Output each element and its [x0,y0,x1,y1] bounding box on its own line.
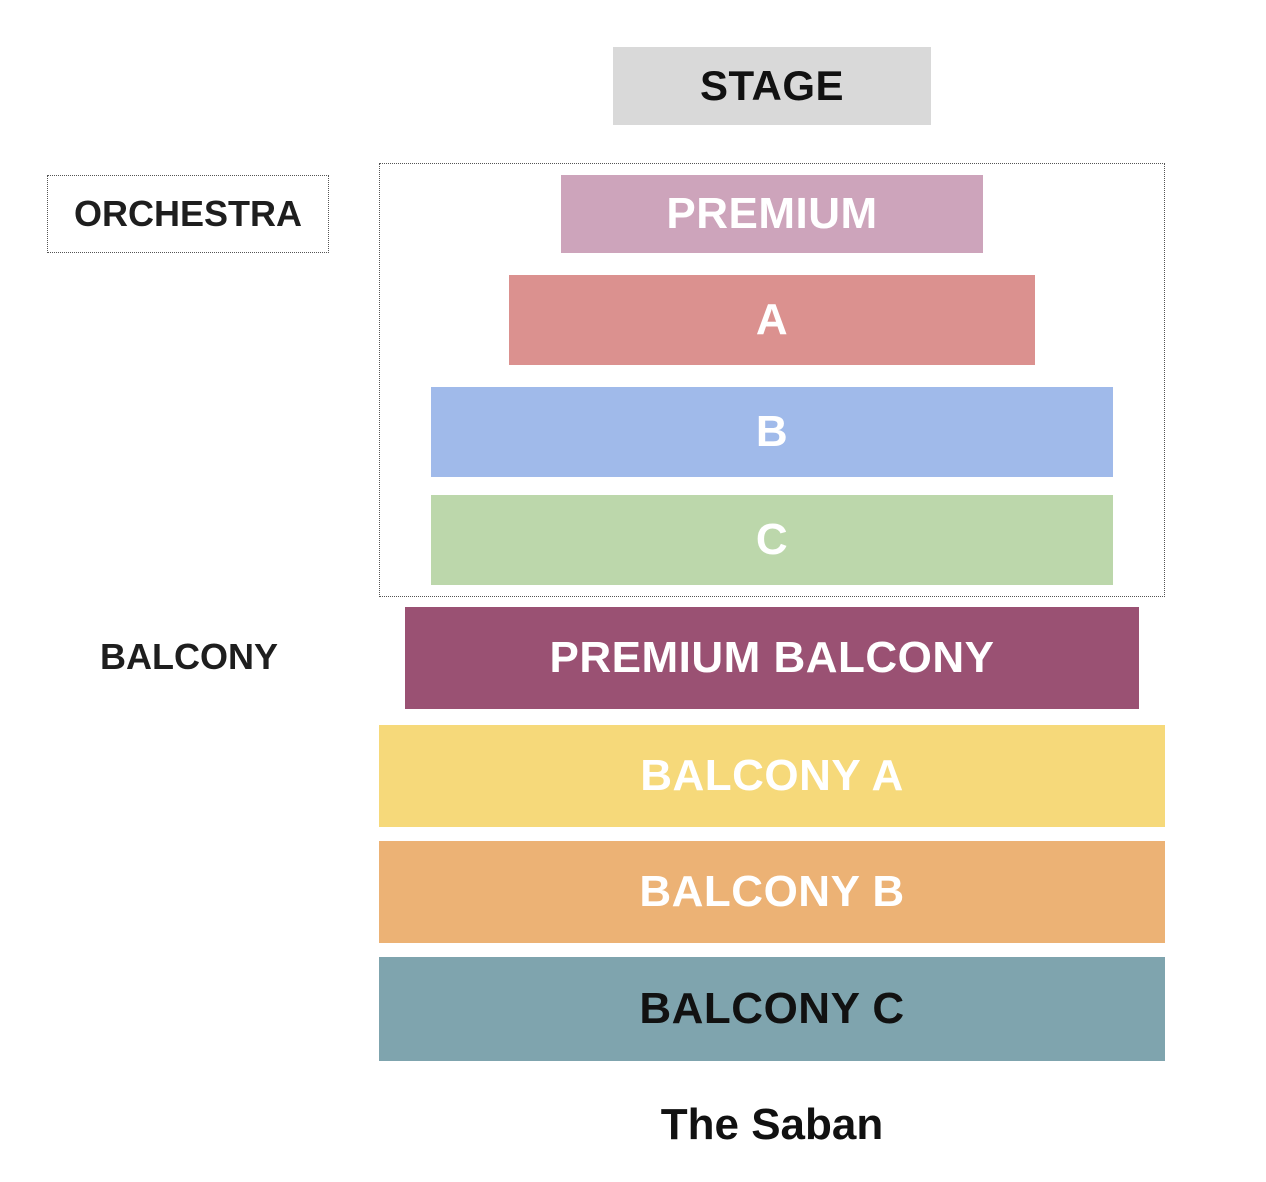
orchestra-label: ORCHESTRA [47,175,329,253]
section-a[interactable]: A [509,275,1035,365]
section-premium[interactable]: PREMIUM [561,175,983,253]
section-c[interactable]: C [431,495,1113,585]
balcony-label: BALCONY [100,636,278,677]
section-balcony-b[interactable]: BALCONY B [379,841,1165,943]
orchestra-section-outline [379,163,1165,597]
section-b[interactable]: B [431,387,1113,477]
stage: STAGE [613,47,931,125]
section-balcony-c[interactable]: BALCONY C [379,957,1165,1061]
venue-name: The Saban [660,1100,884,1149]
section-premium-balcony[interactable]: PREMIUM BALCONY [405,607,1139,709]
section-balcony-a[interactable]: BALCONY A [379,725,1165,827]
